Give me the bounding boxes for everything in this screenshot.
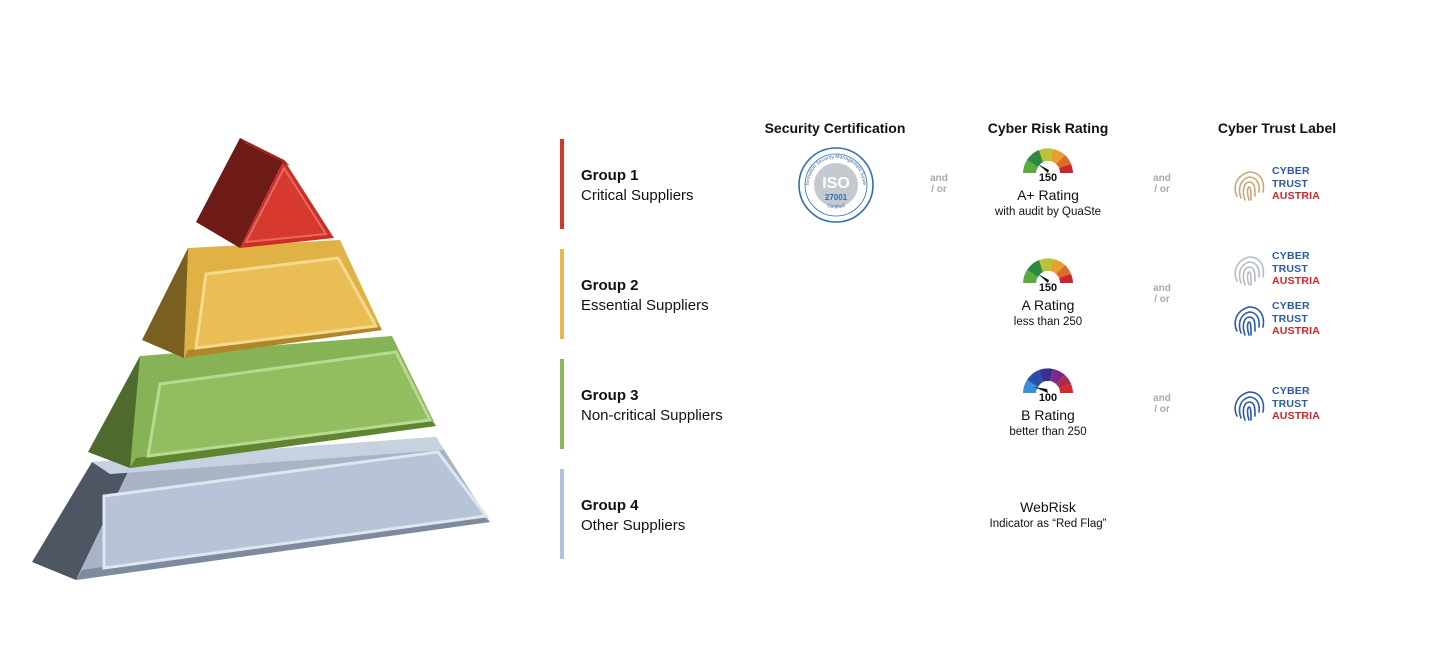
gauge-icon: [1023, 258, 1073, 283]
rating-a-plus-sub: with audit by QuaSte: [994, 206, 1102, 218]
group-4-subtitle: Other Suppliers: [581, 517, 686, 534]
gauge-icon: [1023, 148, 1073, 173]
webrisk-sub: Indicator as “Red Flag”: [989, 518, 1107, 530]
group-2-subtitle: Essential Suppliers: [581, 297, 709, 314]
cyber-trust-line3: AUSTRIA: [1272, 410, 1321, 422]
rating-a-plus: 150 A+ Rating with audit by QuaSte: [968, 145, 1128, 218]
rating-a-plus-name: A+ Rating: [1017, 187, 1079, 203]
header-cyber-risk-rating: Cyber Risk Rating: [987, 120, 1109, 136]
group-3-title: Group 3: [581, 387, 639, 404]
group-3-subtitle: Non-critical Suppliers: [581, 407, 723, 424]
cyber-trust-line2: TRUST: [1272, 397, 1308, 410]
supplier-pyramid: [32, 138, 490, 580]
and-or-connector-2: and/ or: [1153, 173, 1171, 195]
fingerprint-icon: [1234, 256, 1265, 286]
cyber-trust-line1: CYBER: [1272, 165, 1310, 177]
iso-bottom-text: Certified: [826, 203, 846, 211]
header-security-certification: Security Certification: [764, 120, 906, 136]
cyber-trust-line3: AUSTRIA: [1272, 190, 1321, 202]
cyber-trust-line1: CYBER: [1272, 385, 1310, 397]
cyber-trust-line2: TRUST: [1272, 262, 1308, 275]
svg-text:Certified: Certified: [826, 203, 846, 211]
pyramid-tier-4: [32, 437, 490, 580]
group-4-color-bar: [560, 469, 564, 559]
cyber-trust-label-gold: CYBER TRUST AUSTRIA: [1230, 164, 1340, 206]
rating-a-sub: less than 250: [1013, 316, 1083, 328]
group-1-color-bar: [560, 139, 564, 229]
rating-a: 150 A Rating less than 250: [968, 255, 1128, 328]
iso-number: 27001: [825, 193, 848, 202]
group-1-subtitle: Critical Suppliers: [581, 187, 694, 204]
group-4-title: Group 4: [581, 497, 639, 514]
group-3-color-bar: [560, 359, 564, 449]
and-or-connector-4: and/ or: [1153, 393, 1171, 415]
gauge-icon: [1023, 368, 1073, 393]
and-or-connector-1: and/ or: [930, 173, 948, 195]
fingerprint-icon: [1234, 391, 1265, 421]
rating-a-value: 150: [1038, 282, 1058, 294]
fingerprint-icon: [1234, 171, 1265, 201]
cyber-trust-line1: CYBER: [1272, 250, 1310, 262]
cyber-trust-label-blue: CYBER TRUST AUSTRIA: [1230, 299, 1340, 341]
cyber-trust-label-blue-2: CYBER TRUST AUSTRIA: [1230, 384, 1340, 426]
pyramid-tier-2: [142, 240, 382, 358]
pyramid-tier-1: [196, 138, 334, 248]
pyramid-tier-3: [88, 336, 436, 468]
group-1-title: Group 1: [581, 167, 639, 184]
rating-b-sub: better than 250: [1009, 426, 1087, 438]
cyber-trust-line3: AUSTRIA: [1272, 325, 1321, 337]
cyber-trust-line2: TRUST: [1272, 312, 1308, 325]
webrisk-title: WebRisk: [1020, 499, 1076, 515]
rating-b-name: B Rating: [1021, 407, 1075, 423]
and-or-connector-3: and/ or: [1153, 283, 1171, 305]
rating-a-name: A Rating: [1021, 297, 1075, 313]
rating-b-value: 100: [1038, 392, 1058, 404]
rating-a-plus-value: 150: [1038, 172, 1058, 184]
cyber-trust-line2: TRUST: [1272, 177, 1308, 190]
group-2-color-bar: [560, 249, 564, 339]
fingerprint-icon: [1234, 306, 1265, 336]
iso-27001-badge: Information Security Management System I…: [797, 146, 874, 223]
cyber-trust-line1: CYBER: [1272, 300, 1310, 312]
group-2-title: Group 2: [581, 277, 639, 294]
cyber-trust-line3: AUSTRIA: [1272, 275, 1321, 287]
iso-logo-text: ISO: [822, 175, 850, 192]
cyber-trust-label-silver: CYBER TRUST AUSTRIA: [1230, 249, 1340, 291]
webrisk-indicator: WebRisk Indicator as “Red Flag”: [968, 498, 1128, 532]
rating-b: 100 B Rating better than 250: [968, 365, 1128, 438]
header-cyber-trust-label: Cyber Trust Label: [1217, 120, 1337, 136]
